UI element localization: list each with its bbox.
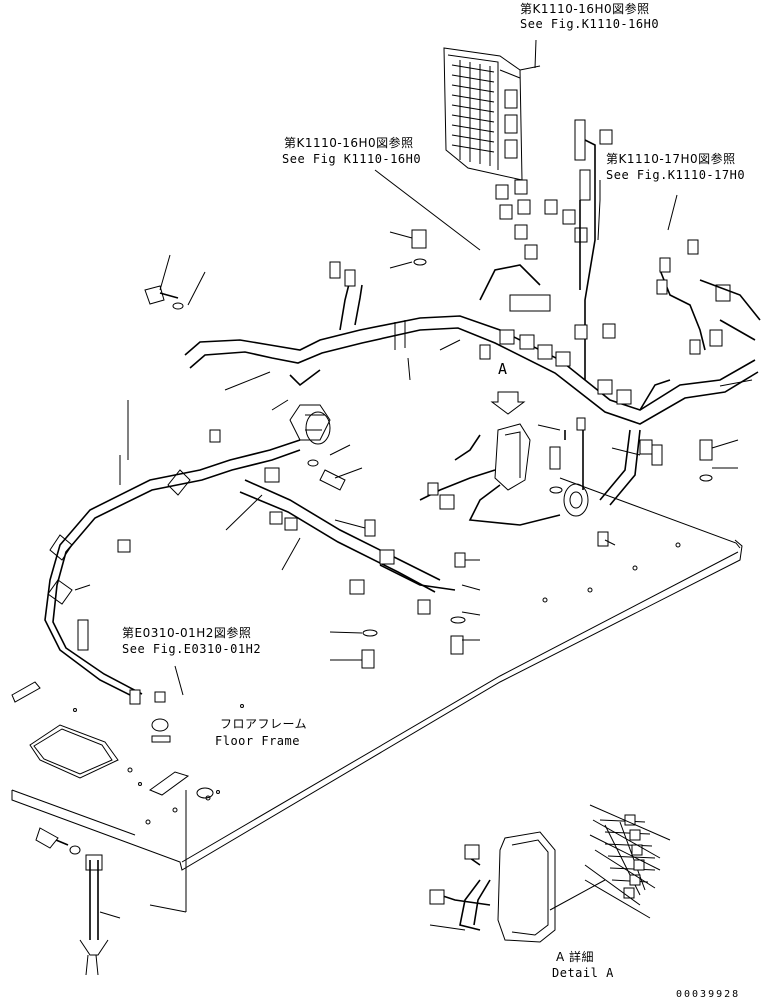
detail-a-jp: A 詳細 <box>556 950 595 964</box>
hardware-parts <box>35 229 713 976</box>
detail-a-en: Detail A <box>552 966 614 980</box>
controller-unit <box>443 47 541 181</box>
ref-top-jp: 第K1110-16H0図参照 <box>520 2 650 16</box>
floor-frame-plate <box>11 477 743 871</box>
leader-lines <box>74 39 753 931</box>
ref-right-en: See Fig.K1110-17H0 <box>606 168 746 182</box>
left-harness-branch <box>44 404 456 705</box>
ref-top-en: See Fig.K1110-16H0 <box>520 17 660 31</box>
ref-right-jp: 第K1110-17H0図参照 <box>606 152 736 166</box>
connector-a-assembly <box>419 391 586 526</box>
main-wiring-harness <box>184 239 761 506</box>
detail-marker: A <box>498 360 508 378</box>
ref-mid-en: See Fig K1110-16H0 <box>282 152 422 166</box>
ref-left-jp: 第E0310-01H2図参照 <box>122 626 252 640</box>
ref-left-en: See Fig.E0310-01H2 <box>122 642 262 656</box>
detail-a-view <box>429 814 656 943</box>
floor-frame-jp: フロアフレーム <box>220 717 308 731</box>
ref-mid-jp: 第K1110-16H0図参照 <box>284 136 414 150</box>
floor-frame-en: Floor Frame <box>215 734 300 748</box>
relay-cluster <box>495 119 613 380</box>
drawing-number: 00039928 <box>676 989 741 1000</box>
